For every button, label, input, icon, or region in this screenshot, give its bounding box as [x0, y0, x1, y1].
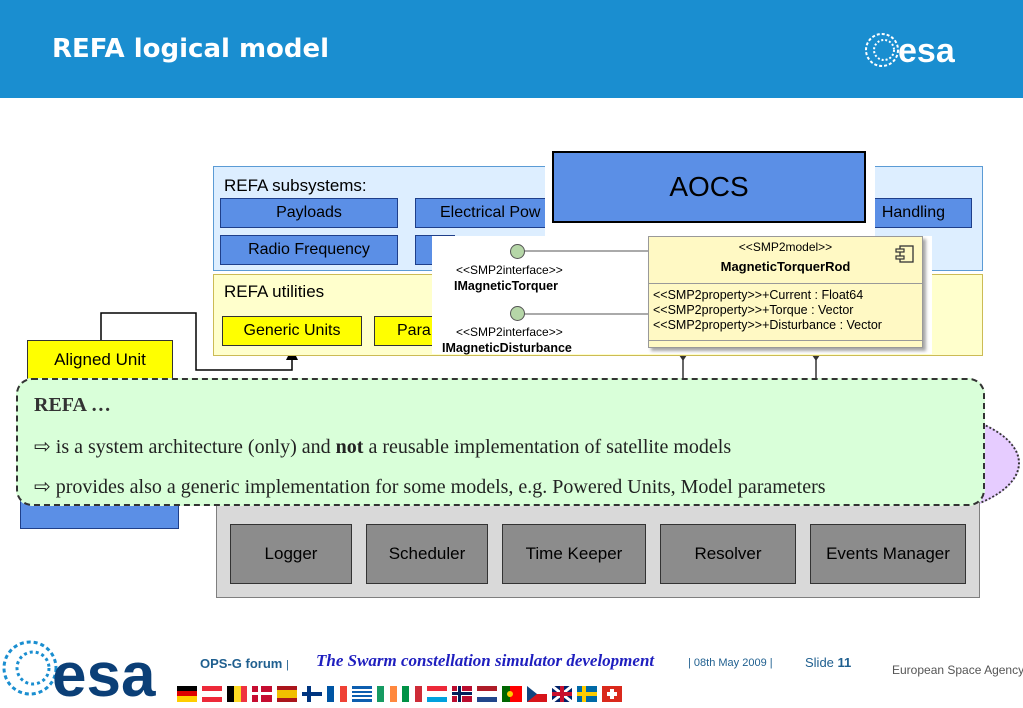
- utilities-title: REFA utilities: [224, 282, 325, 301]
- flag-icon: [577, 686, 597, 702]
- esa-swirl-icon: [2, 640, 58, 696]
- refa-callout: [16, 378, 985, 506]
- interface-lollipop-icon: [510, 244, 525, 259]
- flag-icon: [177, 686, 197, 702]
- interface-stereotype: <<SMP2interface>>: [456, 263, 563, 277]
- flag-icon: [551, 686, 573, 702]
- subsystems-title: REFA subsystems:: [224, 176, 367, 195]
- footer-forum: OPS-G forum |: [200, 656, 289, 671]
- uml-interface-lines: [518, 250, 648, 315]
- interface-stereotype: <<SMP2interface>>: [456, 325, 563, 339]
- subsystem-radio-frequency[interactable]: Radio Frequency: [220, 235, 398, 265]
- flag-icon: [402, 686, 422, 702]
- refa-bullet-1: ⇨ is a system architecture (only) and no…: [34, 434, 731, 459]
- footer-slide-number: Slide 11: [805, 655, 851, 670]
- bullet-text: a reusable implementation of satellite m…: [363, 436, 732, 458]
- flag-icon: [252, 686, 272, 702]
- member-state-flags: [177, 686, 622, 702]
- interface-name: IMagneticTorquer: [454, 279, 558, 293]
- flag-icon: [477, 686, 497, 702]
- subsystem-electrical-power[interactable]: Electrical Pow: [415, 198, 565, 228]
- footer-agency: European Space Agency: [892, 663, 1023, 677]
- flag-icon: [502, 686, 522, 702]
- esa-logo: esa: [865, 32, 956, 70]
- slide-title: REFA logical model: [52, 34, 330, 64]
- uml-property: <<SMP2property>>+Current : Float64: [653, 288, 864, 302]
- flag-icon: [602, 686, 622, 702]
- infra-resolver[interactable]: Resolver: [660, 524, 796, 584]
- subsystem-payloads[interactable]: Payloads: [220, 198, 398, 228]
- interface-lollipop-icon: [510, 306, 525, 321]
- flag-icon: [327, 686, 347, 702]
- esa-swirl-icon: [865, 33, 899, 67]
- footer-esa-logo: esa: [2, 640, 156, 708]
- flag-icon: [452, 686, 472, 702]
- uml-class-separator: [648, 283, 923, 284]
- aligned-unit-box[interactable]: Aligned Unit: [27, 340, 173, 380]
- uml-class-box[interactable]: [648, 236, 923, 348]
- esa-logo-text: esa: [898, 32, 956, 70]
- footer-separator: |: [285, 659, 289, 671]
- hollow-right-arrow-icon: ⇨: [34, 476, 51, 498]
- footer-presentation-title: The Swarm constellation simulator develo…: [316, 651, 655, 670]
- footer-forum-label: OPS-G forum: [200, 656, 283, 671]
- infra-logger[interactable]: Logger: [230, 524, 352, 584]
- aocs-box[interactable]: AOCS: [552, 151, 866, 223]
- uml-class-stereotype: <<SMP2model>>: [738, 240, 833, 254]
- flag-icon: [227, 686, 247, 702]
- uml-class-separator: [648, 340, 923, 341]
- utility-generic-units[interactable]: Generic Units: [222, 316, 362, 346]
- header-bar: [0, 0, 1023, 98]
- aligned-to-generic-connector: [100, 312, 293, 371]
- bullet-text: is a system architecture (only) and: [55, 436, 336, 458]
- footer-date: | 08th May 2009 |: [688, 657, 773, 669]
- infra-events-manager[interactable]: Events Manager: [810, 524, 966, 584]
- component-icon: [895, 245, 914, 263]
- footer-esa-text: esa: [52, 641, 156, 708]
- hollow-right-arrow-icon: ⇨: [34, 436, 51, 458]
- flag-icon: [427, 686, 447, 702]
- flag-icon: [277, 686, 297, 702]
- slide-label: Slide: [805, 655, 834, 670]
- uml-property: <<SMP2property>>+Torque : Vector: [653, 303, 854, 317]
- flag-icon: [302, 686, 322, 702]
- refa-bullet-2: ⇨ provides also a generic implementation…: [34, 474, 826, 499]
- infra-time-keeper[interactable]: Time Keeper: [502, 524, 646, 584]
- slide-number: 11: [837, 655, 852, 670]
- flag-icon: [527, 686, 547, 702]
- flag-icon: [352, 686, 372, 702]
- flag-icon: [202, 686, 222, 702]
- uml-class-name: MagneticTorquerRod: [720, 259, 851, 274]
- subsystem-data-handling[interactable]: Handling: [860, 198, 972, 228]
- uml-property: <<SMP2property>>+Disturbance : Vector: [653, 318, 882, 332]
- flag-icon: [377, 686, 397, 702]
- bullet-emphasis: not: [335, 436, 364, 458]
- interface-name: IMagneticDisturbance: [442, 341, 572, 355]
- refa-callout-title: REFA …: [34, 394, 111, 416]
- bullet-text: provides also a generic implementation f…: [55, 476, 826, 498]
- infra-scheduler[interactable]: Scheduler: [366, 524, 488, 584]
